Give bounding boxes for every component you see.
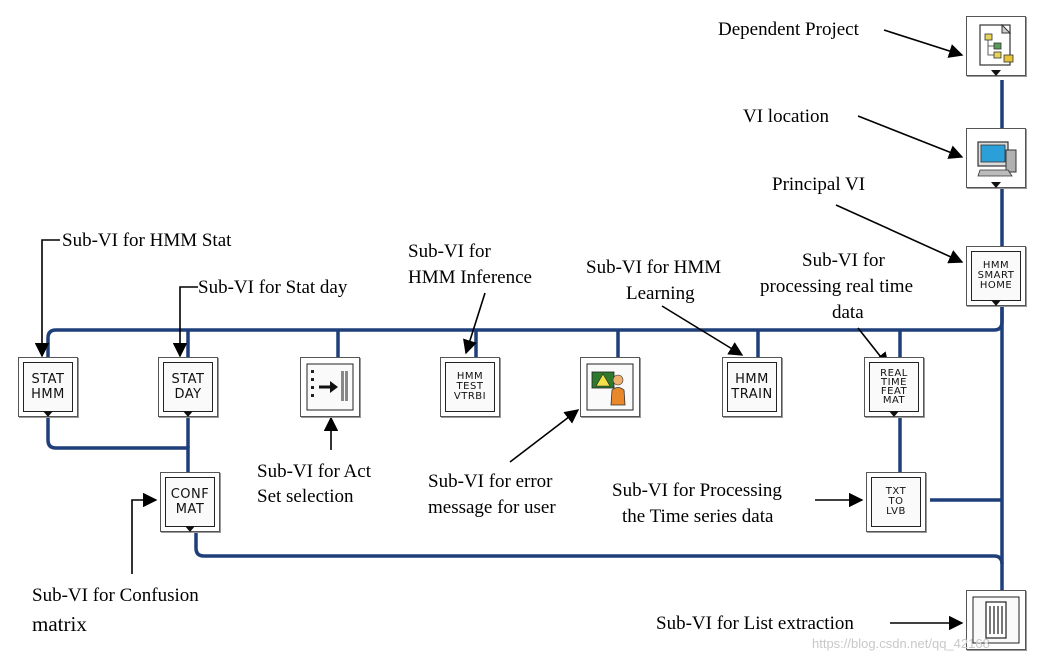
arrow-vi-location: [857, 115, 964, 159]
arrow-dependent-project: [883, 29, 964, 58]
label-list-extraction: Sub-VI for List extraction: [656, 613, 854, 634]
label-real-time-line1: Sub-VI for: [802, 250, 885, 271]
list-extraction-icon[interactable]: [966, 590, 1026, 650]
wires: [46, 80, 1004, 590]
icon-text: STAT: [171, 372, 205, 387]
wire-top-bus: [46, 306, 1004, 357]
annotation-arrows: [34, 29, 964, 631]
icon-text: SMART: [977, 270, 1015, 281]
label-time-series-line1: Sub-VI for Processing: [612, 480, 782, 501]
hmm-smart-home-icon[interactable]: HMM SMART HOME: [966, 246, 1026, 306]
label-vi-location: VI location: [743, 106, 830, 127]
icon-text: HOME: [979, 280, 1013, 291]
vi-location-icon[interactable]: [966, 128, 1026, 188]
computer-icon: [977, 141, 1017, 177]
stat-hmm-icon[interactable]: STAT HMM: [18, 357, 78, 417]
connector-triangle-icon: [991, 70, 1001, 76]
dependent-project-icon[interactable]: [966, 16, 1026, 76]
arrow-principal-vi: [835, 204, 964, 264]
label-act-set-line2: Set selection: [257, 486, 354, 507]
user-warning-icon: [586, 363, 634, 411]
label-error-msg-line1: Sub-VI for error: [428, 471, 553, 492]
array-list-icon: [972, 596, 1020, 644]
icon-text: LVB: [886, 506, 906, 517]
list-arrow-icon: [306, 363, 354, 411]
txt-to-lvb-icon[interactable]: TXT TO LVB: [866, 472, 926, 532]
connector-triangle-icon: [991, 300, 1001, 306]
label-real-time-line3: data: [832, 302, 864, 323]
stat-day-icon[interactable]: STAT DAY: [158, 357, 218, 417]
error-message-icon[interactable]: [580, 357, 640, 417]
label-act-set-line1: Sub-VI for Act: [257, 461, 371, 482]
icon-text: TIME: [880, 377, 907, 388]
hmm-train-icon[interactable]: HMM TRAIN: [722, 357, 782, 417]
connector-triangle-icon: [43, 411, 53, 417]
label-stat-day: Sub-VI for Stat day: [198, 277, 348, 298]
connector-triangle-icon: [185, 526, 195, 532]
label-hmm-learning-line1: Sub-VI for HMM: [586, 257, 722, 278]
wire-bottom-bus: [194, 530, 1004, 565]
icon-text: MAT: [882, 395, 906, 406]
arrow-hmm-learning: [661, 305, 744, 356]
arrow-hmm-stat: [34, 239, 60, 358]
watermark-text: https://blog.csdn.net/qq_42168: [812, 636, 990, 651]
project-tree-icon: [979, 23, 1014, 66]
label-real-time-line2: processing real time: [760, 276, 914, 297]
icon-text: VTRBI: [453, 391, 487, 402]
label-error-msg-line2: message for user: [428, 497, 556, 518]
icon-text: DAY: [174, 387, 202, 402]
label-hmm-stat: Sub-VI for HMM Stat: [62, 230, 232, 251]
icon-text: TRAIN: [731, 387, 773, 402]
icon-text: CONF: [170, 487, 210, 502]
label-hmm-inference-line1: Sub-VI for: [408, 241, 491, 262]
connector-triangle-icon: [991, 182, 1001, 188]
icon-text: TEST: [456, 381, 484, 392]
icon-text: TO: [888, 496, 904, 507]
label-time-series-line2: the Time series data: [622, 506, 774, 527]
icon-text: TXT: [885, 486, 907, 497]
icon-text: HMM: [31, 387, 65, 402]
icon-text: MAT: [175, 502, 205, 517]
label-confusion-line1: Sub-VI for Confusion: [32, 585, 199, 606]
real-time-feat-mat-icon[interactable]: REAL TIME FEAT MAT: [864, 357, 924, 417]
connector-triangle-icon: [889, 411, 899, 417]
icon-text: HMM: [456, 371, 484, 382]
icon-text: HMM: [735, 372, 769, 387]
hmm-test-vtrbi-icon[interactable]: HMM TEST VTRBI: [440, 357, 500, 417]
label-dependent-project: Dependent Project: [718, 19, 859, 40]
label-hmm-inference-line2: HMM Inference: [408, 267, 532, 288]
icon-text: HMM: [982, 260, 1010, 271]
label-confusion-line2: matrix: [32, 612, 87, 636]
act-set-selection-icon[interactable]: [300, 357, 360, 417]
arrow-error-msg: [509, 409, 580, 463]
label-principal-vi: Principal VI: [772, 174, 866, 195]
conf-mat-icon[interactable]: CONF MAT: [160, 472, 220, 532]
arrow-hmm-inference: [463, 292, 486, 355]
wire-stat-to-conf: [46, 415, 190, 472]
label-hmm-learning-line2: Learning: [626, 283, 695, 304]
icon-text: FEAT: [880, 386, 908, 397]
connector-triangle-icon: [183, 411, 193, 417]
icon-text: STAT: [31, 372, 65, 387]
icon-text: REAL: [880, 368, 908, 379]
arrow-stat-day: [172, 286, 198, 358]
arrow-confusion: [131, 492, 158, 574]
